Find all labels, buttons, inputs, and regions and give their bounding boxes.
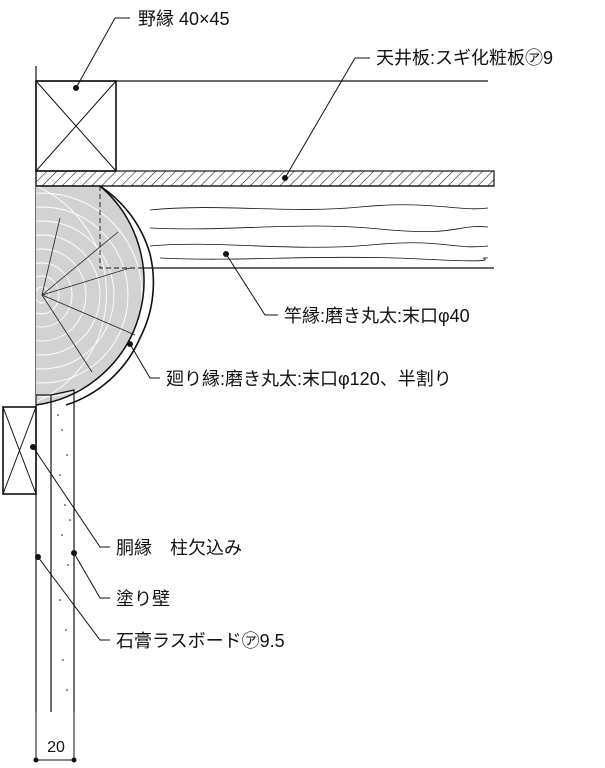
dimension-value: 20: [47, 739, 65, 756]
wall-layers: [35, 389, 75, 712]
leader-sekkou: [35, 554, 110, 641]
label-nobuchi: 野縁 40×45: [138, 9, 230, 29]
leader-nurikabe: [71, 550, 110, 599]
dobuchi-furring: [2, 406, 37, 495]
label-sekkou: 石膏ラスボード㋐9.5: [116, 630, 285, 651]
saobuchi-rod: [100, 185, 494, 269]
label-tenjoban: 天井板:スギ化粧板㋐9: [376, 48, 553, 68]
dimension-20: 20: [33, 712, 77, 763]
label-nurikabe: 塗り壁: [116, 588, 170, 609]
label-mawaribuchi: 廻り縁:磨き丸太:末口φ120、半割り: [166, 369, 452, 389]
nobuchi-joist: [35, 80, 117, 172]
leader-mawaribuchi: [127, 341, 160, 379]
label-dobuchi: 胴縁 柱欠込み: [116, 538, 242, 558]
label-saobuchi: 竿縁:磨き丸太:末口φ40: [284, 306, 470, 326]
leader-dobuchi: [30, 444, 110, 548]
mawaribuchi-half-log: [35, 185, 155, 406]
leader-saobuchi: [223, 251, 278, 316]
ceiling-board: [35, 170, 495, 187]
leader-tenjoban: [282, 57, 370, 181]
leader-nobuchi: [73, 17, 130, 91]
